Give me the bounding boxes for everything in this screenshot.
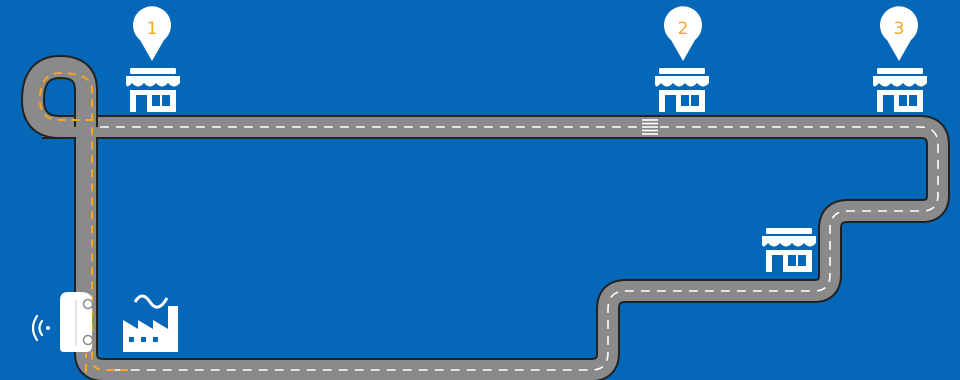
- delivery-truck-icon: [60, 292, 93, 352]
- marker-number: 2: [678, 19, 689, 39]
- marker-number: 3: [894, 19, 905, 39]
- marker-number: 1: [147, 19, 158, 39]
- crosswalk-icon: [642, 118, 658, 136]
